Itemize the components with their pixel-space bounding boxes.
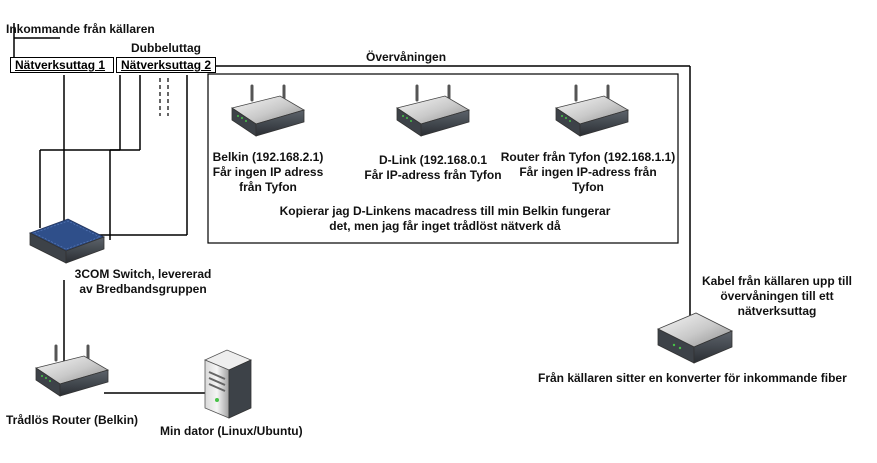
belkin-router-icon [230,84,306,138]
belkin-status: Får ingen IP adress [212,165,324,179]
cable-caption: Kabel från källaren upp till övervåninge… [692,274,862,319]
upstairs-label: Övervåningen [366,50,447,64]
outlet-1-box: Nätverksuttag 1 [10,57,114,73]
modem-converter-icon [657,312,733,364]
mac-note-line-2: det, men jag får inget trådlöst nätverk … [329,219,561,233]
router-caption: Trådlös Router (Belkin) [6,413,139,427]
cable-line-1: Kabel från källaren upp till [701,274,853,288]
belkin-source: från Tyfon [239,180,297,194]
tyfon-source: Tyfon [572,180,604,194]
tyfon-ip: Router från Tyfon (192.168.1.1) [500,150,676,164]
dlink-ip: D-Link (192.168.0.1 [378,153,488,167]
tyfon-router-icon [554,84,630,138]
network-switch-icon [28,218,106,264]
server-tower-icon [203,349,253,419]
outlet-1-label: Nätverksuttag 1 [15,58,106,72]
upstairs-box [207,73,679,244]
outlet-2-label: Nätverksuttag 2 [121,58,212,72]
mac-note: Kopierar jag D-Linkens macadress till mi… [240,204,650,234]
switch-line-1: 3COM Switch, levererad [74,267,212,281]
converter-caption: Från källaren sitter en konverter för in… [538,371,847,385]
mac-note-line-1: Kopierar jag D-Linkens macadress till mi… [279,204,611,218]
cable-line-3: nätverksuttag [737,304,817,318]
connection-lines [13,23,691,394]
dlink-status: Får IP-adress från Tyfon [364,168,502,182]
wireless-router-icon [34,344,110,398]
cable-line-2: övervåningen till ett [720,289,834,303]
computer-caption: Min dator (Linux/Ubuntu) [160,424,303,438]
belkin-upstairs-caption: Belkin (192.168.2.1) Får ingen IP adress… [208,150,328,195]
switch-caption: 3COM Switch, levererad av Bredbandsgrupp… [68,267,218,297]
incoming-label: Inkommande från källaren [6,22,155,36]
outlet-2-box: Nätverksuttag 2 [116,57,216,73]
tyfon-status: Får ingen IP-adress från [519,165,657,179]
dlink-caption: D-Link (192.168.0.1 Får IP-adress från T… [358,153,508,183]
dashed-lines [159,78,169,116]
switch-line-2: av Bredbandsgruppen [79,282,207,296]
dual-outlet-label: Dubbeluttag [131,41,201,55]
dlink-router-icon [395,84,471,138]
belkin-ip: Belkin (192.168.2.1) [212,150,324,164]
tyfon-caption: Router från Tyfon (192.168.1.1) Får inge… [500,150,676,195]
